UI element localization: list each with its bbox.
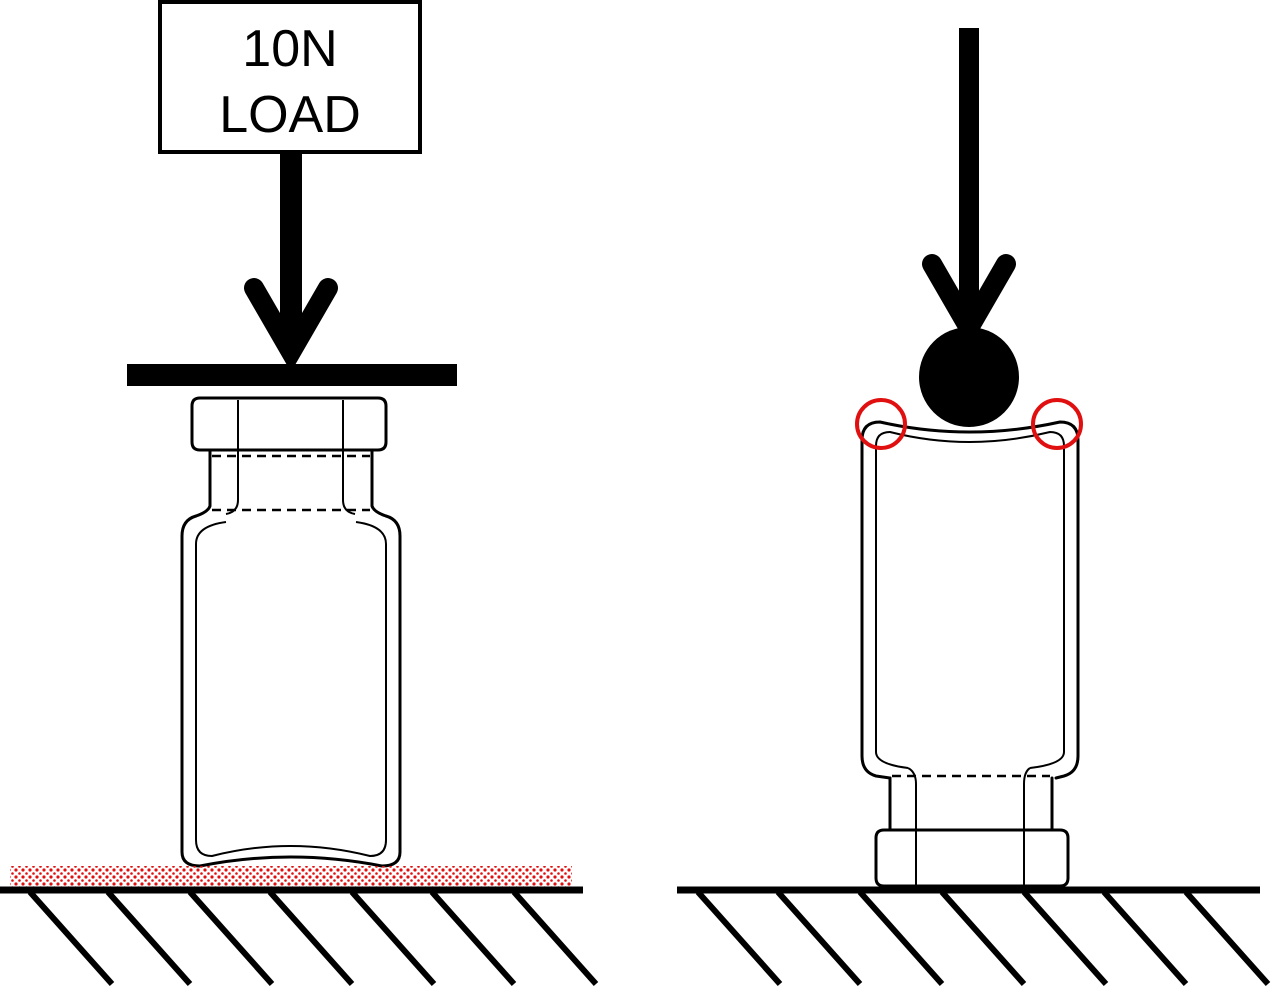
contact-marker-left bbox=[855, 398, 907, 450]
left-panel: 10N LOAD bbox=[0, 0, 599, 986]
right-ground bbox=[677, 886, 1271, 986]
load-arrow bbox=[244, 152, 338, 372]
particle-layer bbox=[10, 866, 572, 890]
load-label-line2: LOAD bbox=[219, 86, 361, 144]
load-box-frame bbox=[158, 0, 422, 154]
load-box: 10N LOAD bbox=[158, 0, 422, 154]
load-label-line1: 10N bbox=[242, 20, 337, 78]
impact-ball bbox=[919, 327, 1019, 427]
upright-vial bbox=[180, 396, 402, 868]
compression-plate bbox=[127, 364, 457, 386]
contact-marker-right bbox=[1031, 398, 1083, 450]
right-panel bbox=[677, 28, 1271, 986]
impact-arrow bbox=[922, 28, 1016, 348]
inverted-vial bbox=[860, 420, 1080, 888]
left-ground bbox=[0, 886, 599, 986]
